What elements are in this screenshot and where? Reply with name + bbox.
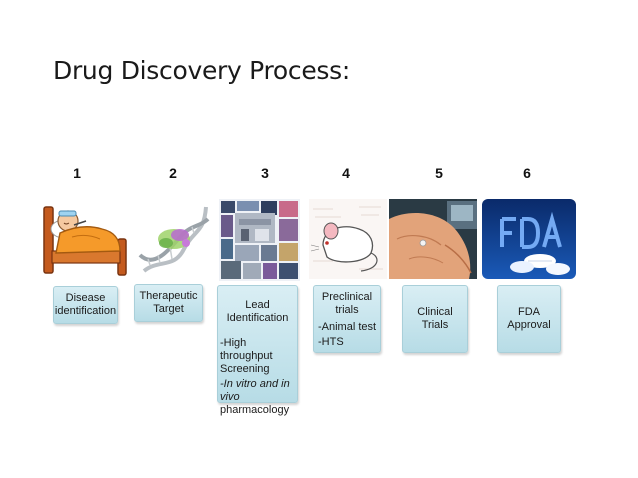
step-number-2: 2 [169, 165, 177, 181]
step-6-label-line-2: Approval [507, 319, 551, 331]
step-number-5: 5 [435, 165, 443, 181]
step-box-therapeutic-target: Therapeutic Target [134, 284, 203, 322]
step-1-label-line-2: identification [54, 305, 117, 317]
step-number-3: 3 [261, 165, 269, 181]
step-number-4: 4 [342, 165, 350, 181]
step-2-label-line-1: Therapeutic [139, 290, 198, 302]
clinical-patient-icon [389, 199, 477, 279]
step-6-label-line-1: FDA [518, 306, 540, 318]
lab-rat-icon [309, 199, 387, 279]
step-box-preclinical-trials: Preclinical trials -Animal test -HTS [313, 285, 381, 353]
step-4-heading-line-1: Preclinical [321, 291, 373, 303]
step-1-label-line-1: Disease [65, 292, 106, 304]
step-box-lead-identification: Lead Identification -High throughput Scr… [217, 285, 298, 416]
dna-helix-icon [134, 199, 212, 279]
step-3-detail-line-3: -In vitro and in [220, 378, 290, 390]
slide-title: Drug Discovery Process: [53, 56, 351, 85]
fda-pills-icon [482, 199, 576, 279]
step-box-fda-approval: FDA Approval [497, 285, 561, 353]
step-number-6: 6 [523, 165, 531, 181]
step-3-detail-line-2: Screening [220, 363, 270, 375]
step-5-label-line-2: Trials [421, 319, 449, 331]
step-5-label-line-1: Clinical [417, 306, 453, 318]
step-4-detail-line-2: -HTS [318, 336, 344, 348]
step-3-detail-line-5: pharmacology [220, 404, 290, 416]
step-3-detail-line-4: vivo [220, 391, 240, 403]
step-3-heading-line-1: Lead [245, 299, 270, 311]
step-2-label-line-2: Target [153, 303, 184, 315]
step-3-heading-line-2: Identification [226, 312, 289, 324]
step-4-heading-line-2: trials [335, 304, 359, 316]
step-4-detail-line-1: -Animal test [318, 321, 377, 333]
step-box-clinical-trials: Clinical Trials [402, 285, 468, 353]
step-3-detail-line-1: -High throughput [220, 337, 273, 362]
lab-collage-icon [219, 199, 300, 281]
step-box-disease-identification: Disease identification [53, 286, 118, 324]
sick-patient-icon [42, 199, 128, 279]
step-number-1: 1 [73, 165, 81, 181]
